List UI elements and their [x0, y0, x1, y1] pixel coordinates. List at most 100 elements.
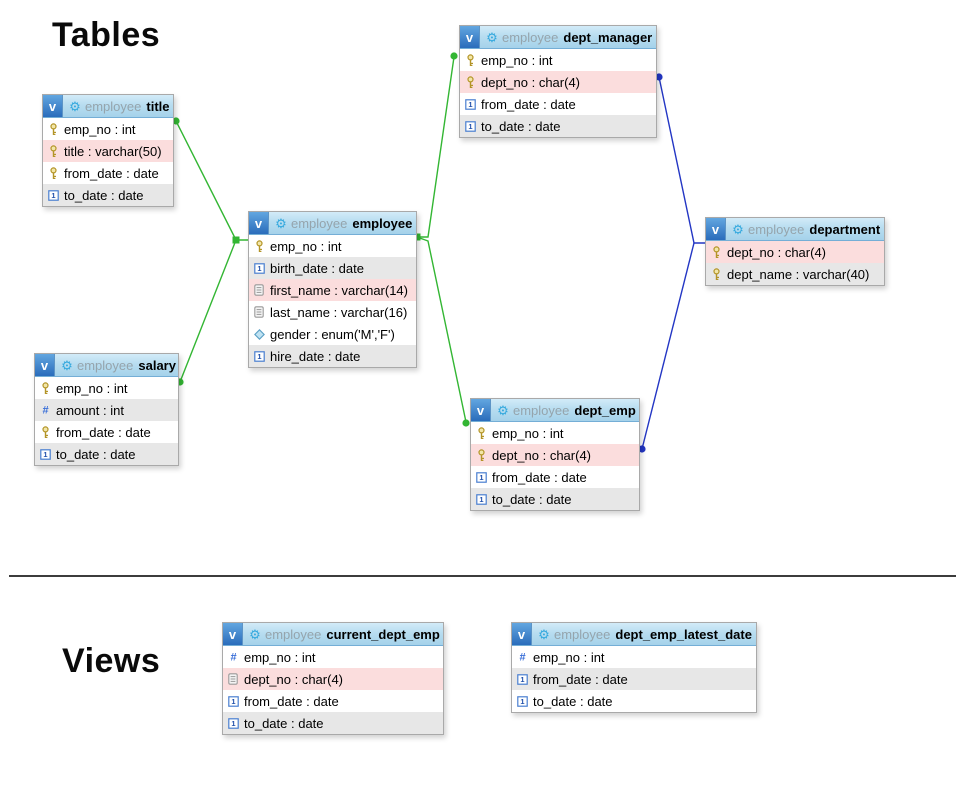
- section-divider-line: [9, 575, 956, 577]
- column-label: to_date : date: [56, 446, 136, 462]
- column-row-emp_no: # emp_no : int: [223, 646, 443, 668]
- entity-dept_manager[interactable]: v ⚙ employee dept_manager emp_no : int de…: [459, 25, 657, 138]
- entity-header[interactable]: v ⚙ employee dept_emp: [471, 399, 639, 422]
- entity-department[interactable]: v ⚙ employee department dept_no : char(4…: [705, 217, 885, 286]
- date-icon: 1: [39, 448, 51, 460]
- column-label: first_name : varchar(14): [270, 282, 408, 298]
- column-row-amount: #amount : int: [35, 399, 178, 421]
- column-label: amount : int: [56, 402, 124, 418]
- enum-icon: [253, 328, 265, 340]
- column-row-emp_no: emp_no : int: [471, 422, 639, 444]
- column-label: to_date : date: [533, 693, 613, 709]
- key-icon: [39, 381, 51, 395]
- entity-header[interactable]: v ⚙ employee current_dept_emp: [223, 623, 443, 646]
- column-row-emp_no: emp_no : int: [43, 118, 173, 140]
- column-row-title: title : varchar(50): [43, 140, 173, 162]
- relationship-line: [417, 56, 455, 238]
- svg-text:1: 1: [479, 473, 483, 482]
- column-row-dept_name: dept_name : varchar(40): [706, 263, 884, 285]
- entity-header[interactable]: v ⚙ employee dept_emp_latest_date: [512, 623, 756, 646]
- entity-dept_emp[interactable]: v ⚙ employee dept_emp emp_no : int dept_n…: [470, 398, 640, 511]
- key-icon: [710, 267, 722, 281]
- relationship-line: [179, 239, 237, 383]
- entity-name: salary: [138, 357, 176, 373]
- column-row-dept_no: dept_no : char(4): [706, 241, 884, 263]
- entity-name: dept_emp: [574, 402, 636, 418]
- column-label: last_name : varchar(16): [270, 304, 408, 320]
- entity-salary[interactable]: v ⚙ employee salary emp_no : int#amount …: [34, 353, 179, 466]
- view-badge-icon: v: [460, 26, 480, 48]
- column-row-dept_no: dept_no : char(4): [471, 444, 639, 466]
- entity-header[interactable]: v ⚙ employee dept_manager: [460, 26, 656, 49]
- view-badge-icon: v: [43, 95, 63, 117]
- key-icon: [710, 245, 722, 259]
- column-row-to_date: 1 to_date : date: [43, 184, 173, 206]
- svg-text:1: 1: [479, 495, 483, 504]
- svg-text:1: 1: [231, 697, 235, 706]
- column-label: gender : enum('M','F'): [270, 326, 395, 342]
- relationship-endpoint-dot: [450, 52, 458, 60]
- schema-label: employee: [85, 98, 142, 114]
- view-badge-icon: v: [223, 623, 243, 645]
- column-label: hire_date : date: [270, 348, 361, 364]
- key-icon: [47, 166, 59, 180]
- date-icon: 1: [47, 189, 59, 201]
- schema-label: employee: [291, 215, 348, 231]
- entity-name: current_dept_emp: [326, 626, 440, 642]
- text-icon: [253, 284, 265, 296]
- column-label: emp_no : int: [244, 649, 316, 665]
- gear-icon: ⚙: [275, 215, 287, 231]
- entity-header[interactable]: v ⚙ employee salary: [35, 354, 178, 377]
- entity-name: department: [809, 221, 881, 237]
- key-icon: [464, 53, 476, 67]
- column-row-from_date: from_date : date: [35, 421, 178, 443]
- entity-header[interactable]: v ⚙ employee title: [43, 95, 173, 118]
- schema-label: employee: [513, 402, 570, 418]
- column-row-last_name: last_name : varchar(16): [249, 301, 416, 323]
- entity-name: title: [146, 98, 170, 114]
- entity-header[interactable]: v ⚙ employee employee: [249, 212, 416, 235]
- column-label: to_date : date: [64, 187, 144, 203]
- column-row-dept_no: dept_no : char(4): [460, 71, 656, 93]
- entity-dept_emp_latest_date[interactable]: v ⚙ employee dept_emp_latest_date #emp_n…: [511, 622, 757, 713]
- gear-icon: ⚙: [538, 626, 550, 642]
- relationship-endpoint-dot: [172, 117, 180, 125]
- column-label: emp_no : int: [492, 425, 564, 441]
- entity-current_dept_emp[interactable]: v ⚙ employee current_dept_emp # emp_no : …: [222, 622, 444, 735]
- key-icon: [475, 448, 487, 462]
- column-label: emp_no : int: [64, 121, 136, 137]
- key-icon: [47, 144, 59, 158]
- svg-text:1: 1: [43, 450, 47, 459]
- column-list: emp_no : int title : varchar(50)from_date…: [43, 118, 173, 206]
- column-label: dept_name : varchar(40): [727, 266, 870, 282]
- svg-text:1: 1: [257, 352, 261, 361]
- svg-text:#: #: [230, 652, 236, 663]
- entity-header[interactable]: v ⚙ employee department: [706, 218, 884, 241]
- column-label: dept_no : char(4): [481, 74, 581, 90]
- column-row-emp_no: #emp_no : int: [512, 646, 756, 668]
- column-row-first_name: first_name : varchar(14): [249, 279, 416, 301]
- view-badge-icon: v: [35, 354, 55, 376]
- gear-icon: ⚙: [249, 626, 261, 642]
- column-label: emp_no : int: [481, 52, 553, 68]
- entity-title[interactable]: v ⚙ employee title emp_no : int title : v…: [42, 94, 174, 207]
- column-row-hire_date: 1 hire_date : date: [249, 345, 416, 367]
- entity-name: employee: [352, 215, 413, 231]
- column-row-emp_no: emp_no : int: [35, 377, 178, 399]
- views-section-heading: Views: [62, 642, 161, 680]
- column-label: emp_no : int: [270, 238, 342, 254]
- entity-name: dept_manager: [563, 29, 653, 45]
- column-row-from_date: from_date : date: [43, 162, 173, 184]
